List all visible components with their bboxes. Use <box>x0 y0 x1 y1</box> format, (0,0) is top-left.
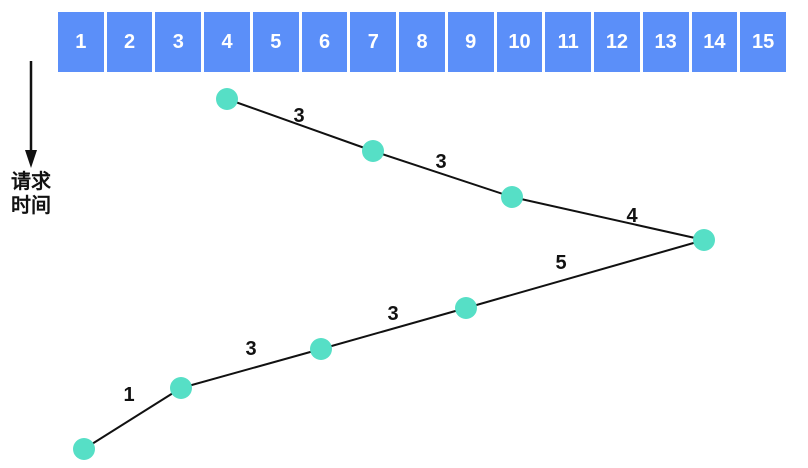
edge-distance-label: 5 <box>555 252 566 274</box>
edge-distance-label: 3 <box>435 151 446 173</box>
edge-line <box>226 98 374 152</box>
edge-distance-label: 3 <box>387 303 398 325</box>
access-node <box>455 297 477 319</box>
edge-line <box>511 196 705 241</box>
access-node <box>693 229 715 251</box>
time-axis-arrow-head <box>25 150 37 168</box>
edge-distance-label: 3 <box>245 338 256 360</box>
timeline-cell: 9 <box>447 12 494 72</box>
time-axis-label-line1: 请求 <box>11 171 51 193</box>
time-axis-label: 请求 时间 <box>6 170 56 218</box>
edge-line <box>320 307 467 350</box>
timeline-cell: 11 <box>545 12 592 72</box>
timeline-cell: 4 <box>204 12 250 72</box>
timeline-cell: 3 <box>155 12 202 72</box>
time-axis-label-line2: 时间 <box>11 195 51 217</box>
access-node <box>362 140 384 162</box>
edge-line <box>465 239 705 309</box>
access-nodes <box>73 88 715 460</box>
access-node <box>73 438 95 460</box>
access-node <box>501 186 523 208</box>
timeline-cell: 7 <box>350 12 397 72</box>
timeline-cell: 14 <box>691 12 738 72</box>
edge-distance-label: 1 <box>123 384 134 406</box>
edge-distance-label: 4 <box>626 205 638 227</box>
timeline-cell: 2 <box>106 12 153 72</box>
timeline-cell: 5 <box>252 12 299 72</box>
edge-line <box>83 387 182 450</box>
edge-lines <box>83 98 705 450</box>
timeline-cell: 6 <box>301 12 348 72</box>
edge-labels: 3 3 4 5 3 3 1 <box>123 105 638 406</box>
timeline-cell: 12 <box>594 12 640 72</box>
edge-distance-label: 3 <box>293 105 304 127</box>
timeline-cell: 10 <box>496 12 543 72</box>
timeline-cell: 15 <box>740 12 787 72</box>
access-node <box>310 338 332 360</box>
access-node <box>216 88 238 110</box>
edge-line <box>372 150 513 198</box>
timeline-cell: 13 <box>642 12 689 72</box>
timeline-cell: 1 <box>58 12 104 72</box>
time-axis-arrow <box>25 61 37 168</box>
access-node <box>170 377 192 399</box>
edge-line <box>180 348 322 389</box>
timeline-cell: 8 <box>399 12 445 72</box>
